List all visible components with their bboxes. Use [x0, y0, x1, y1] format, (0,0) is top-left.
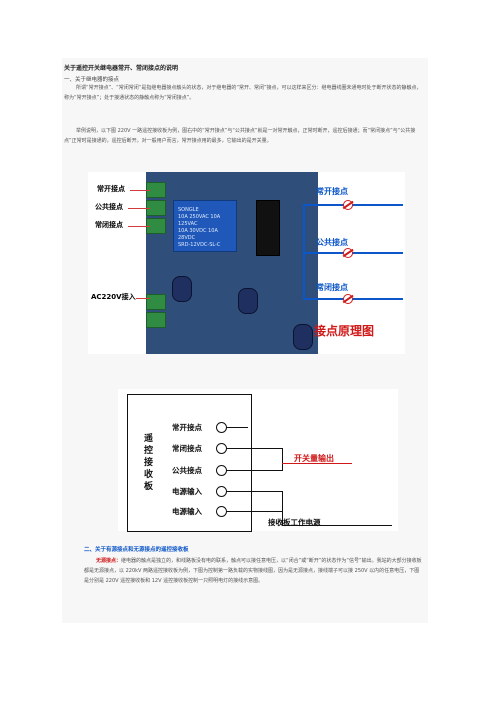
- schematic-normally-open: 常开接点: [316, 187, 348, 196]
- diagram-wire: [226, 448, 282, 450]
- callout-line: [128, 208, 150, 209]
- callout-normally-closed: 常闭接点: [94, 220, 124, 230]
- relay-brand: SONGLE: [178, 207, 199, 213]
- diagram-wire: [226, 491, 282, 493]
- callout-line: [128, 226, 150, 227]
- relay-component: SONGLE 10A 250VAC 10A 125VAC 10A 30VDC 1…: [173, 200, 237, 252]
- paragraph-2: 举例说明，以下图 220V 一路遥控接收板为例，图右中的“常开接点”与“公共接点…: [64, 128, 416, 144]
- schematic-common: 公共接点: [316, 238, 348, 247]
- relay-rating-1: 10A 250VAC 10A 125VAC: [178, 214, 221, 227]
- diagram-wire: [226, 427, 248, 429]
- pin-label-power-2: 电源输入: [172, 507, 202, 516]
- callout-ac-input: AC220V接入: [90, 292, 137, 302]
- diagram-wire: [226, 511, 282, 513]
- diagram-wire: [282, 511, 284, 526]
- terminal-block: [146, 312, 166, 328]
- schematic-normally-closed: 常闭接点: [316, 283, 348, 292]
- diagram-wire: [282, 525, 392, 527]
- diagram-wire: [282, 491, 284, 512]
- callout-line: [130, 190, 150, 191]
- contact-symbol: [343, 294, 353, 304]
- wiring-diagram: 遥控接收板 常开接点 常闭接点 公共接点 电源输入 电源输入 开关量输出 接收板…: [118, 389, 398, 532]
- switch-output-label: 开关量输出: [294, 454, 334, 463]
- paragraph-3: 无源接点：继电器的触点是独立的，和线路板没有电的联系，触点可以接任意电压，以“闭…: [84, 556, 422, 586]
- schematic-wire: [303, 204, 403, 206]
- callout-line: [136, 298, 150, 299]
- callout-normally-open: 常开接点: [96, 184, 126, 194]
- receiver-board-box: [127, 394, 252, 532]
- relay-model: SRD-12VDC-SL-C: [178, 242, 221, 248]
- pin-label-power-1: 电源输入: [172, 487, 202, 496]
- terminal-block: [146, 294, 166, 310]
- diagram-wire: [226, 470, 282, 472]
- passive-contact-term: 无源接点：: [96, 558, 122, 564]
- capacitor: [172, 276, 192, 302]
- schematic-title: 接点原理图: [314, 324, 375, 338]
- callout-common: 公共接点: [94, 202, 124, 212]
- receiver-board-title: 遥控接收板: [144, 434, 154, 492]
- relay-markings: SONGLE 10A 250VAC 10A 125VAC 10A 30VDC 1…: [178, 207, 232, 249]
- pin-label-normally-open: 常开接点: [172, 423, 202, 432]
- ic-chip: [256, 200, 280, 256]
- diagram-wire: [282, 448, 284, 471]
- contact-symbol: [343, 200, 353, 210]
- pin-label-normally-closed: 常闭接点: [172, 444, 202, 453]
- pin-label-common: 公共接点: [172, 466, 202, 475]
- paragraph-3-body: 继电器的触点是独立的，和线路板没有电的联系，触点可以接任意电压，以“闭合”或“断…: [84, 558, 422, 584]
- power-supply-label: 接收板工作电源: [268, 518, 321, 527]
- document-title: 关于遥控开关继电器常开、常闭接点的说明: [64, 65, 179, 72]
- diagram-wire: [282, 463, 352, 465]
- capacitor: [293, 324, 313, 350]
- schematic-wire: [303, 204, 305, 300]
- paragraph-1: 所谓“常开接点”、“常闭常闭”是指继电器接点触头的状态，对于继电器的“常开、常闭…: [64, 85, 422, 101]
- relay-rating-2: 10A 30VDC 10A 28VDC: [178, 228, 218, 241]
- contact-symbol: [343, 248, 353, 258]
- schematic-wire: [303, 298, 403, 300]
- section2-heading: 二、关于有源接点和无源接点的遥控接收板: [84, 547, 189, 553]
- section1-heading: 一、关于继电器的接点: [64, 77, 120, 83]
- schematic-wire: [303, 252, 403, 254]
- relay-board-photo: SONGLE 10A 250VAC 10A 125VAC 10A 30VDC 1…: [88, 172, 405, 354]
- capacitor: [238, 288, 258, 314]
